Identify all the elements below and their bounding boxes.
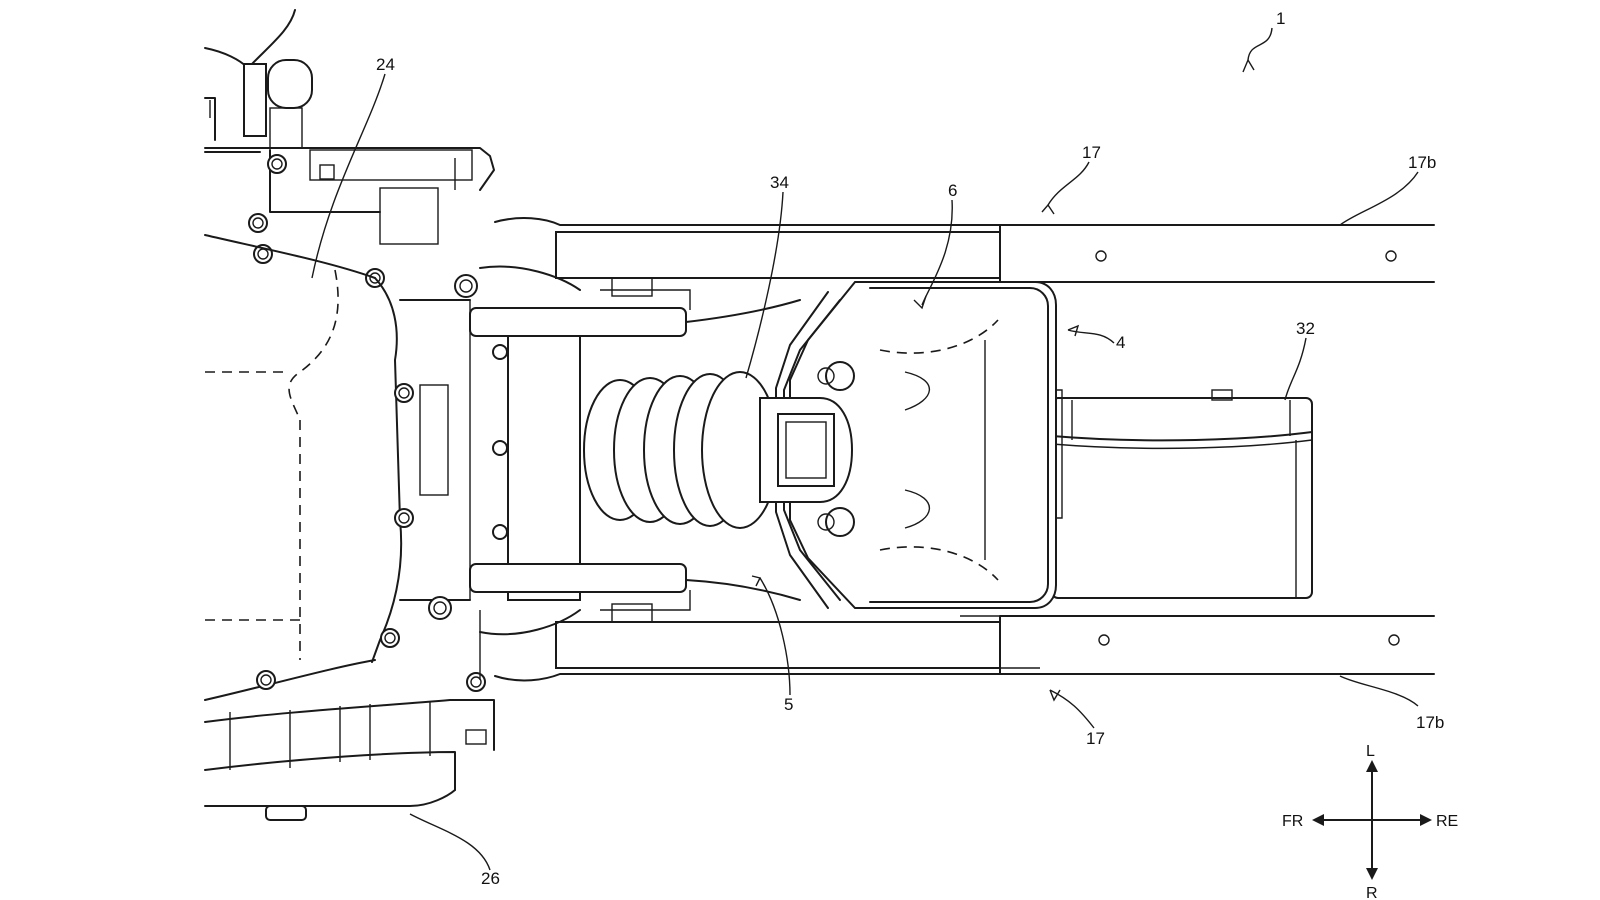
- label-26: 26: [481, 869, 500, 888]
- frame-member-bottom: [479, 609, 1435, 682]
- label-6: 6: [948, 181, 957, 200]
- muffler: [1051, 389, 1313, 599]
- label-17b-top: 17b: [1408, 153, 1436, 172]
- label-17-bottom: 17: [1086, 729, 1105, 748]
- compass-left-label: FR: [1282, 813, 1303, 830]
- label-5: 5: [784, 695, 793, 714]
- direction-compass: L R FR RE: [1282, 743, 1458, 900]
- swing-arm-pivot: [469, 277, 801, 623]
- suspension-housing: [775, 281, 1063, 609]
- shock-absorber: [583, 371, 854, 529]
- upper-left-bolts: [248, 154, 478, 298]
- compass-down-label: R: [1366, 885, 1378, 900]
- label-17-top: 17: [1082, 143, 1101, 162]
- label-34: 34: [770, 173, 789, 192]
- crankcase-plate: [256, 277, 508, 692]
- label-32: 32: [1296, 319, 1315, 338]
- frame-member-top: [479, 217, 1435, 291]
- label-17b-bottom: 17b: [1416, 713, 1444, 732]
- label-24: 24: [376, 55, 395, 74]
- compass-up-label: L: [1366, 743, 1375, 760]
- label-1: 1: [1276, 9, 1285, 28]
- reference-labels: 1 24 17 17b 34 6 4 32 5 17 17b 26: [376, 9, 1444, 888]
- lower-left-housing: [204, 699, 495, 821]
- engine-dashed-outline: [205, 269, 339, 660]
- compass-right-label: RE: [1436, 813, 1458, 830]
- leader-lines: [311, 27, 1419, 871]
- upper-left-housing: [204, 9, 495, 245]
- label-4: 4: [1116, 333, 1125, 352]
